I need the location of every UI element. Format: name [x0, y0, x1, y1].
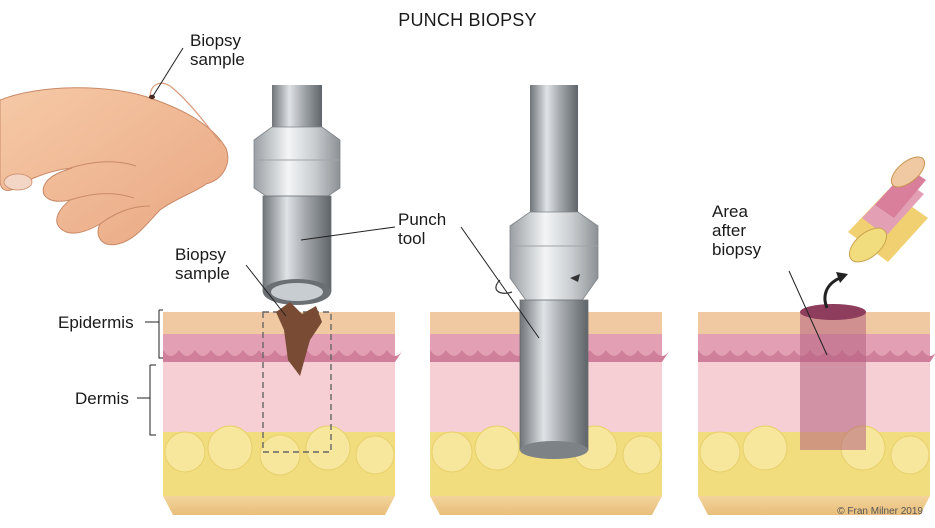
skin-block-right — [698, 304, 935, 515]
label-dermis: Dermis — [75, 389, 129, 408]
hand-illustration — [0, 83, 228, 244]
punch-tool-raised — [254, 85, 340, 305]
copyright-credit: © Fran Milner 2019 — [837, 506, 923, 517]
label-biopsy-sample-core: Biopsy sample — [175, 245, 230, 283]
extracted-sample-core — [825, 151, 930, 308]
skin-block-left — [163, 302, 403, 515]
diagram-title: PUNCH BIOPSY — [0, 10, 935, 31]
label-area-after-biopsy: Area after biopsy — [712, 202, 761, 259]
label-biopsy-sample-hand: Biopsy sample — [190, 31, 245, 69]
label-epidermis: Epidermis — [58, 313, 134, 332]
label-punch-tool: Punch tool — [398, 210, 446, 248]
